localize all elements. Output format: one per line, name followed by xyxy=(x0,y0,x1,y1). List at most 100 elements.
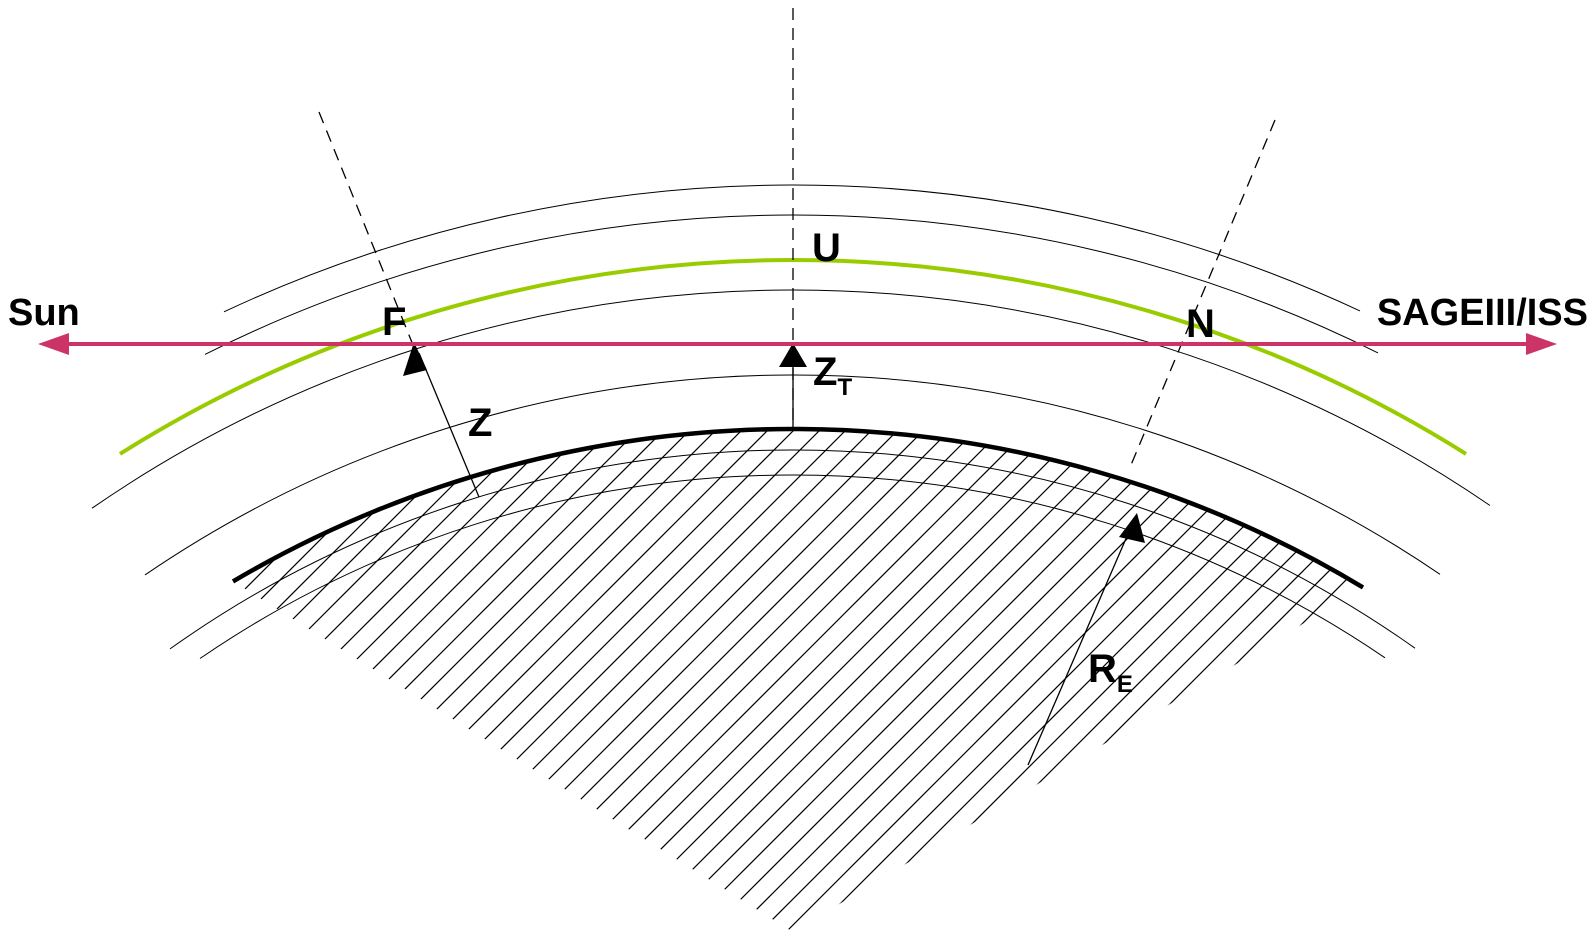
line-of-sight-arrow-left xyxy=(38,333,69,355)
tangent-altitude-arrowhead xyxy=(779,343,807,367)
atmospheric-shells xyxy=(91,184,1491,659)
hatch-line xyxy=(233,429,255,932)
hatch-line xyxy=(1480,320,1592,932)
atmospheric-shell-4 xyxy=(91,289,1491,509)
hatch-line xyxy=(1089,429,1363,932)
hatch-line xyxy=(517,429,1139,932)
far-point-label: F xyxy=(382,300,406,344)
hatch-line xyxy=(413,429,1035,932)
hatch-line xyxy=(1297,429,1363,932)
hatch-line xyxy=(1454,320,1592,932)
hatch-line xyxy=(233,429,671,932)
hatch-line xyxy=(595,429,1217,932)
near-point-label: N xyxy=(1186,302,1215,346)
atmospheric-shell-2 xyxy=(169,449,1416,650)
hatch-line xyxy=(569,429,1191,932)
hatch-line xyxy=(543,429,1165,932)
hatch-line xyxy=(233,429,541,932)
hatch-line xyxy=(283,429,905,932)
hatch-line xyxy=(1532,320,1592,932)
hatch-line xyxy=(233,429,437,932)
altitude-arrowhead xyxy=(403,342,427,376)
atmospheric-shell-6 xyxy=(223,184,1361,313)
hatch-line xyxy=(777,429,1363,932)
hatch-line xyxy=(233,429,827,932)
hatch-line xyxy=(751,429,1363,932)
hatch-line xyxy=(491,429,1113,932)
hatch-line xyxy=(673,429,1295,932)
earth-hatching xyxy=(0,320,1592,932)
hatch-line xyxy=(1271,429,1363,932)
hatch-line xyxy=(803,429,1363,932)
hatch-line xyxy=(0,320,46,932)
hatch-line xyxy=(233,429,411,932)
hatch-line xyxy=(985,429,1363,932)
earth-surface xyxy=(231,426,1365,590)
hatch-line xyxy=(1402,320,1592,932)
instrument-label: SAGEIII/ISS xyxy=(1377,292,1588,334)
hatch-line xyxy=(233,429,307,932)
hatch-line xyxy=(933,429,1363,932)
hatch-line xyxy=(233,429,281,932)
hatch-line xyxy=(0,320,202,932)
hatch-line xyxy=(1037,429,1363,932)
hatch-line xyxy=(1506,320,1592,932)
altitude-label: Z xyxy=(468,401,492,445)
hatch-line xyxy=(0,320,176,932)
atmospheric-shell-5 xyxy=(204,214,1379,355)
atmospheric-shell-1 xyxy=(199,474,1386,659)
line-of-sight-arrow-right xyxy=(1526,333,1557,355)
hatch-line xyxy=(1584,320,1592,932)
hatch-line xyxy=(725,429,1347,932)
hatch-line xyxy=(233,429,723,932)
hatch-line xyxy=(233,429,333,932)
hatch-line xyxy=(0,320,72,932)
hatch-line xyxy=(1323,429,1363,932)
hatch-line xyxy=(1141,429,1363,932)
hatch-line xyxy=(1349,429,1363,932)
earth-radius-arrowhead xyxy=(1119,513,1145,543)
hatch-line xyxy=(0,320,150,932)
hatch-line xyxy=(0,320,20,932)
hatch-line xyxy=(1376,320,1592,932)
hatch-line xyxy=(1245,429,1363,932)
hatch-line xyxy=(465,429,1087,932)
right-dashed-line xyxy=(1130,119,1276,466)
hatch-line xyxy=(0,320,98,932)
hatch-line xyxy=(257,429,879,932)
hatch-line xyxy=(233,429,775,932)
hatch-line xyxy=(0,320,124,932)
hatch-line xyxy=(233,429,463,932)
hatch-line xyxy=(309,429,931,932)
hatch-line xyxy=(233,429,749,932)
hatch-line xyxy=(233,429,645,932)
altitude-radius-line xyxy=(418,352,480,498)
hatch-line xyxy=(439,429,1061,932)
hatch-line xyxy=(829,429,1363,932)
tangent-altitude-label: ZT xyxy=(813,350,852,401)
hatch-line xyxy=(1167,429,1363,932)
left-dashed-line xyxy=(318,111,414,346)
earth-radius-label: RE xyxy=(1088,647,1133,698)
hatch-line xyxy=(621,429,1243,932)
hatch-line xyxy=(361,429,983,932)
hatch-line xyxy=(233,429,697,932)
earth-radius-line xyxy=(1027,526,1132,766)
hatch-line xyxy=(233,429,619,932)
hatch-line xyxy=(233,429,853,932)
tangent-altitude-shell xyxy=(118,258,1468,456)
hatch-line xyxy=(233,429,359,932)
hatch-line xyxy=(959,429,1363,932)
hatch-line xyxy=(907,429,1363,932)
line-of-sight xyxy=(38,333,1557,355)
hatch-line xyxy=(699,429,1321,932)
hatch-line xyxy=(1428,320,1592,932)
hatch-line xyxy=(335,429,957,932)
tangent-point-label: U xyxy=(812,226,841,270)
hatch-line xyxy=(1219,429,1363,932)
hatch-line xyxy=(1115,429,1363,932)
hatch-line xyxy=(233,429,489,932)
hatch-line xyxy=(1011,429,1363,932)
